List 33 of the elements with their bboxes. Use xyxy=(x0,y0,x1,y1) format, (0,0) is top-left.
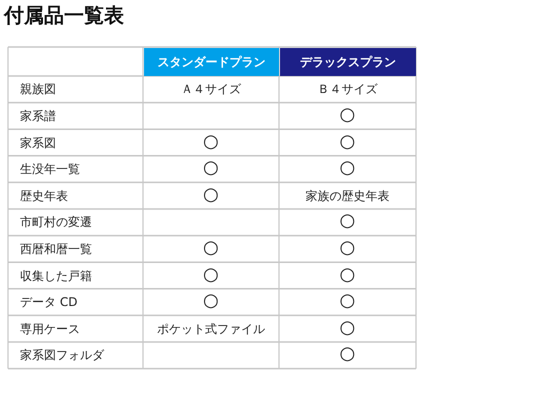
cell-text: Ｂ４サイズ xyxy=(318,81,378,98)
row-label: 生没年一覧 xyxy=(20,161,80,178)
column-header: スタンダードプラン xyxy=(144,48,279,76)
row-label: 家系図フォルダ xyxy=(20,347,104,364)
row-label: データ CD xyxy=(20,294,78,310)
circle-mark: ○ xyxy=(340,318,356,338)
cell-text: ポケット式ファイル xyxy=(157,320,265,337)
cell-text: Ａ４サイズ xyxy=(181,81,241,98)
title: 付属品一覧表 xyxy=(4,2,124,29)
row-label: 専用ケース xyxy=(20,320,80,337)
circle-mark: ○ xyxy=(340,104,356,125)
circle-mark: ○ xyxy=(203,132,219,152)
circle-mark: ○ xyxy=(203,158,219,178)
circle-mark: ○ xyxy=(340,158,356,178)
circle-mark: ○ xyxy=(340,132,356,152)
row-label: 市町村の変遷 xyxy=(20,214,92,230)
circle-mark: ○ xyxy=(340,211,356,232)
circle-mark: ○ xyxy=(340,238,356,258)
circle-mark: ○ xyxy=(340,264,356,284)
row-label: 家系図 xyxy=(20,134,56,150)
circle-mark: ○ xyxy=(340,344,356,364)
circle-mark: ○ xyxy=(203,184,219,205)
row-label: 歴史年表 xyxy=(20,188,68,204)
circle-mark: ○ xyxy=(203,238,219,258)
circle-mark: ○ xyxy=(203,291,219,312)
row-label: 家系譜 xyxy=(20,108,56,124)
column-header: デラックスプラン xyxy=(280,48,416,76)
row-label: 収集した戸籍 xyxy=(20,268,92,284)
row-label: 親族図 xyxy=(20,81,56,98)
circle-mark: ○ xyxy=(340,291,356,312)
cell-text: 家族の歴史年表 xyxy=(306,188,390,204)
circle-mark: ○ xyxy=(203,264,219,284)
row-label: 西暦和暦一覧 xyxy=(20,240,92,257)
